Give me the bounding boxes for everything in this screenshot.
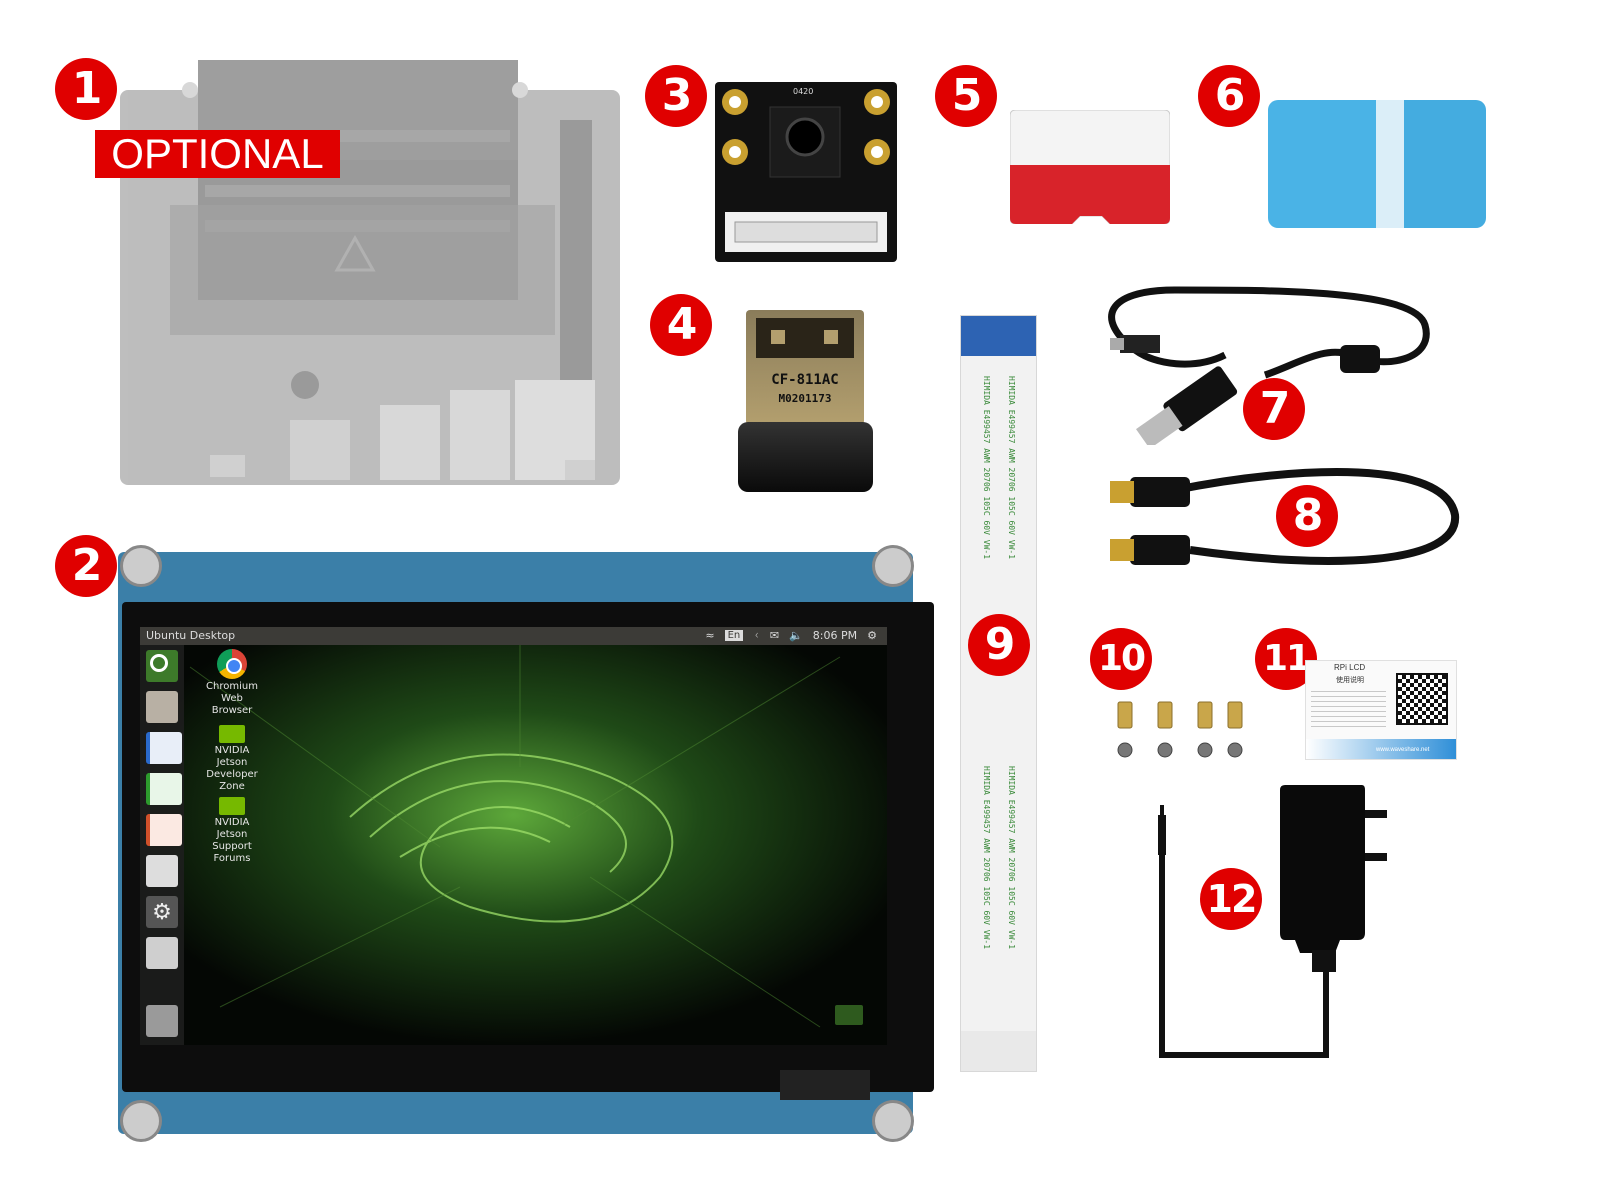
- lcd-screen: Ubuntu Desktop ≈ En ᚲ ✉ 🔈 8:06 PM ⚙ ⚙ Ch…: [140, 627, 887, 1045]
- gear-icon[interactable]: ⚙: [867, 629, 877, 642]
- calc-icon[interactable]: [146, 773, 182, 805]
- desktop-icon-jetson-zone[interactable]: NVIDIA Jetson Developer Zone: [202, 725, 262, 793]
- jetson-nano-board: [120, 60, 620, 485]
- badge-6: 6: [1198, 65, 1260, 127]
- badge-1: 1: [55, 58, 117, 120]
- badge-4: 4: [650, 294, 712, 356]
- volume-icon[interactable]: 🔈: [789, 629, 803, 642]
- camera-top-text: 0420: [793, 87, 813, 96]
- qr-code: [1396, 673, 1448, 725]
- power-adapter: [1158, 785, 1387, 1058]
- wifi-dongle: CF-811AC M0201173: [738, 310, 873, 492]
- nvidia-wallpaper: [140, 627, 887, 1045]
- writer-icon[interactable]: [146, 732, 182, 764]
- camera-module: 0420: [715, 82, 897, 262]
- badge-3: 3: [645, 65, 707, 127]
- optional-label: OPTIONAL: [95, 130, 340, 178]
- badge-9: 9: [968, 614, 1030, 676]
- desktop-icon-jetson-forums[interactable]: NVIDIA Jetson Support Forums: [202, 797, 262, 865]
- clock[interactable]: 8:06 PM: [812, 629, 858, 642]
- impress-icon[interactable]: [146, 814, 182, 846]
- topbar-title: Ubuntu Desktop: [146, 629, 236, 642]
- ubuntu-dash-icon[interactable]: [146, 650, 178, 682]
- lcd-connector: [780, 1070, 870, 1100]
- badge-7: 7: [1243, 378, 1305, 440]
- mount-hole-tr: [872, 545, 914, 587]
- nvidia-icon: [219, 725, 245, 743]
- badge-11: 11: [1255, 628, 1317, 690]
- chromium-icon: [217, 649, 247, 679]
- badge-10: 10: [1090, 628, 1152, 690]
- badge-5: 5: [935, 65, 997, 127]
- mount-hole-br: [872, 1100, 914, 1142]
- ffc-print-text-1: HIMIDA E499457 AWM 20706 105C 60V VW-1: [982, 376, 991, 560]
- ffc-ribbon-cable: HIMIDA E499457 AWM 20706 105C 60V VW-1 H…: [960, 315, 1037, 1072]
- wifi-indicator-icon[interactable]: ≈: [705, 629, 715, 642]
- badge-8: 8: [1276, 485, 1338, 547]
- mount-hole-bl: [120, 1100, 162, 1142]
- manual-title: RPi LCD: [1334, 663, 1366, 672]
- wifi-model-text: CF-811AC: [771, 372, 839, 388]
- manual-subtitle: 使用说明: [1336, 677, 1364, 684]
- files-icon[interactable]: [146, 691, 178, 723]
- desktop-icon-label: Chromium Web Browser: [206, 681, 258, 716]
- ubuntu-launcher: ⚙: [140, 645, 184, 1045]
- wifi-serial-text: M0201173: [778, 392, 832, 405]
- ffc-print-text-3: HIMIDA E499457 AWM 20706 105C 60V VW-1: [982, 766, 991, 950]
- mount-hole-tl: [120, 545, 162, 587]
- micro-sd-card: [1010, 110, 1170, 224]
- ffc-print-text-4: HIMIDA E499457 AWM 20706 105C 60V VW-1: [1007, 766, 1016, 950]
- nvidia-icon: [219, 797, 245, 815]
- ubuntu-top-panel: Ubuntu Desktop ≈ En ᚲ ✉ 🔈 8:06 PM ⚙: [140, 627, 887, 645]
- manual-footer: www.waveshare.net: [1376, 747, 1430, 753]
- usb-cable: [1108, 286, 1430, 445]
- trash-icon[interactable]: [146, 1005, 178, 1037]
- desktop-icon-label: NVIDIA Jetson Developer Zone: [206, 745, 258, 792]
- disk-icon[interactable]: [146, 937, 178, 969]
- manual-card: RPi LCD 使用说明 www.waveshare.net: [1305, 660, 1457, 760]
- software-center-icon[interactable]: [146, 855, 178, 887]
- desktop-icon-label: NVIDIA Jetson Support Forums: [212, 817, 252, 864]
- settings-icon[interactable]: ⚙: [146, 896, 178, 928]
- desktop-icon-chromium[interactable]: Chromium Web Browser: [202, 649, 262, 717]
- bluetooth-icon[interactable]: ᚲ: [753, 629, 760, 642]
- badge-2: 2: [55, 535, 117, 597]
- nvidia-watermark-icon: [835, 1005, 863, 1025]
- keyboard-lang-indicator[interactable]: En: [724, 630, 744, 641]
- card-reader: [1268, 100, 1486, 228]
- hdmi-cable: [1110, 468, 1460, 565]
- ffc-print-text-2: HIMIDA E499457 AWM 20706 105C 60V VW-1: [1007, 376, 1016, 560]
- mail-icon[interactable]: ✉: [769, 629, 780, 642]
- badge-12: 12: [1200, 868, 1262, 930]
- standoffs-screws: [1117, 701, 1243, 758]
